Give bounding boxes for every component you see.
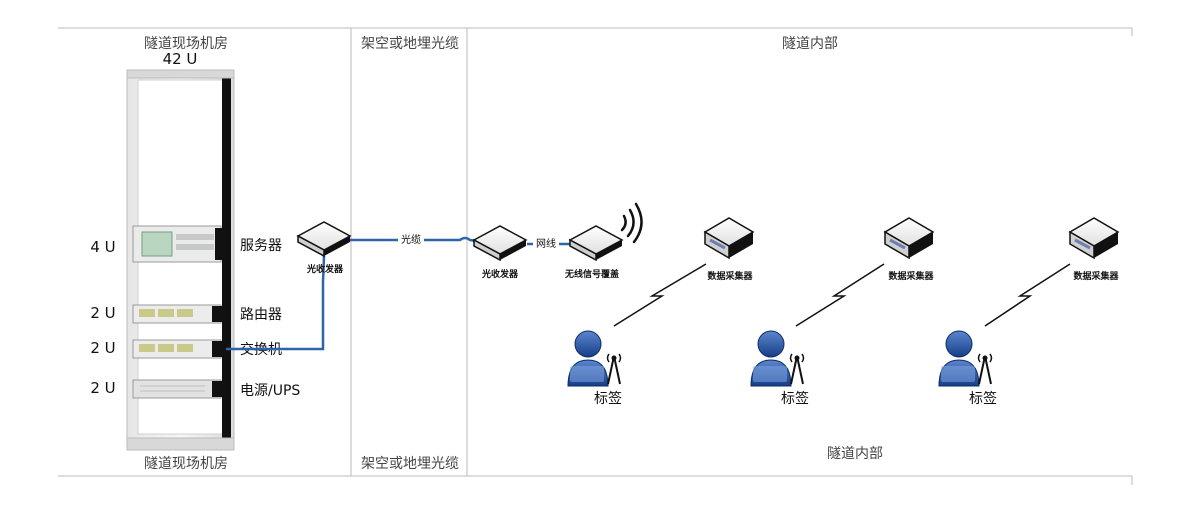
rack-router-unit [132, 304, 225, 324]
tag-1-label: 标签 [594, 390, 622, 407]
unit-name-server: 服务器 [240, 238, 282, 254]
rfid-antenna-2-icon [789, 353, 805, 385]
section-label-tunnel-bottom: 隧道内部 [827, 446, 883, 462]
rack-switch-unit [132, 339, 225, 359]
unit-size-server: 4 U [90, 238, 115, 256]
cables [226, 236, 572, 351]
switch-to-transceiver-cable [226, 255, 326, 351]
transceiver-left-icon [296, 221, 352, 258]
data-collector-1-icon [703, 217, 755, 260]
tag-3-label: 标签 [969, 390, 997, 407]
data-collector-3-icon [1068, 217, 1120, 260]
section-label-cable-top: 架空或地埋光缆 [361, 36, 459, 52]
rack-capacity-label: 42 U [163, 50, 198, 68]
wireless-signal-icon [620, 202, 643, 244]
section-label-machine-room-bottom: 隧道现场机房 [144, 456, 228, 472]
rfid-antenna-1-icon [606, 353, 622, 385]
unit-size-switch: 2 U [90, 339, 115, 357]
diagram-frame [58, 27, 1133, 485]
server-rack: 42 U [126, 50, 235, 451]
unit-name-ups: 电源/UPS [240, 383, 300, 399]
unit-name-router: 路由器 [240, 307, 282, 323]
transceiver-left-label: 光收发器 [306, 263, 344, 275]
data-collector-2-icon [883, 217, 935, 260]
person-tag-3-icon [938, 330, 980, 387]
wireless-link-3-icon [984, 263, 1071, 327]
fiber-cable [350, 236, 481, 244]
data-collector-1-label: 数据采集器 [707, 270, 753, 282]
rack-ups-unit [132, 379, 225, 399]
section-label-cable-bottom: 架空或地埋光缆 [361, 456, 459, 472]
transceiver-right-icon [472, 225, 528, 262]
person-tag-2-icon [750, 330, 792, 387]
unit-size-ups: 2 U [90, 379, 115, 397]
unit-size-router: 2 U [90, 304, 115, 322]
data-collector-3-label: 数据采集器 [1073, 270, 1119, 282]
wireless-link-2-icon [795, 263, 885, 327]
section-label-machine-room-top: 隧道现场机房 [144, 36, 228, 52]
wireless-coverage-label: 无线信号覆盖 [564, 268, 619, 280]
network-cable-label: 网线 [536, 237, 556, 250]
data-collector-2-label: 数据采集器 [888, 270, 934, 282]
wireless-link-1-icon [613, 263, 707, 327]
tag-2-label: 标签 [781, 390, 809, 407]
wireless-access-point-icon [568, 225, 624, 262]
person-tag-1-icon [567, 330, 609, 387]
transceiver-right-label: 光收发器 [481, 268, 519, 280]
wireless-links [613, 263, 1071, 327]
rack-server-unit [132, 225, 223, 263]
rfid-antenna-3-icon [977, 353, 993, 385]
fiber-cable-label: 光缆 [401, 233, 421, 246]
section-label-tunnel-top: 隧道内部 [782, 36, 838, 52]
